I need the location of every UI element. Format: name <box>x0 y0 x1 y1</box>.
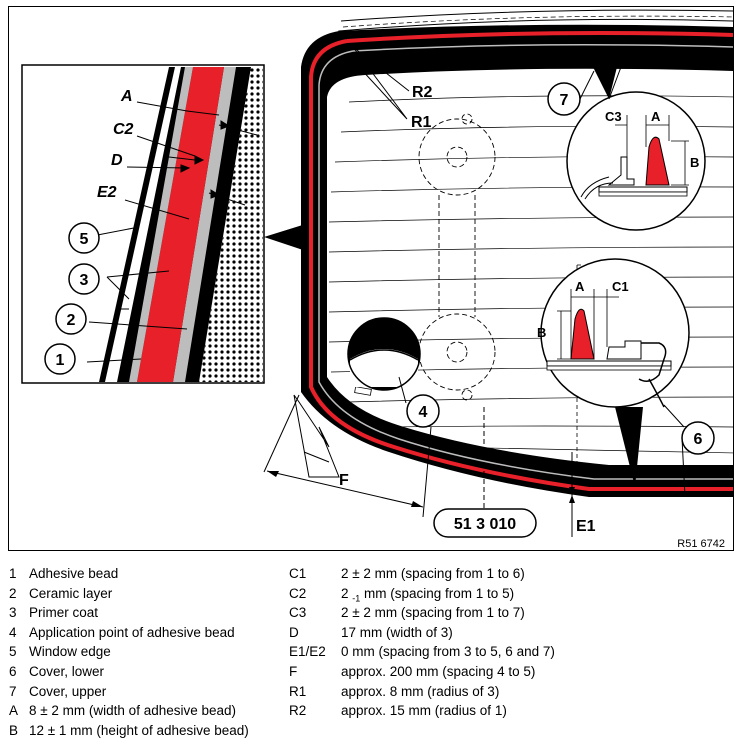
ceramic-frame <box>301 24 733 497</box>
svg-text:5: 5 <box>80 231 89 248</box>
grey-band-left <box>129 67 193 382</box>
rear-window <box>293 9 733 497</box>
label-C2: C2 <box>113 121 134 138</box>
label-R2: R2 <box>412 84 433 101</box>
callout-2: 2 <box>55 303 87 335</box>
bead-upper <box>645 136 670 186</box>
svg-text:1: 1 <box>56 352 65 369</box>
label-R1: R1 <box>411 114 432 131</box>
callout-6: 6 <box>681 421 715 455</box>
label-B-upper: B <box>690 155 699 170</box>
label-D: D <box>111 152 123 169</box>
callout-3: 3 <box>68 263 100 295</box>
application-point-detail <box>347 317 421 391</box>
svg-text:2: 2 <box>67 312 76 329</box>
callout-5: 5 <box>68 222 100 254</box>
dot-band <box>199 67 263 382</box>
label-C1: C1 <box>612 279 629 294</box>
figure-ref-code: R51 6742 <box>677 538 725 550</box>
edge-zoom-panel: A C2 D E2 5 3 2 1 <box>21 64 309 384</box>
part-number: 51 3 010 <box>454 516 516 533</box>
label-E2: E2 <box>97 184 117 201</box>
adhesive-bead-line <box>309 31 733 491</box>
third-brake-light-mount <box>418 113 496 401</box>
label-A: A <box>120 88 133 105</box>
callout-4: 4 <box>406 394 440 428</box>
upper-cover-detail: C3 A B 7 <box>547 66 706 231</box>
bottom-annotations: 4 F 51 3 010 E1 R51 6742 <box>263 376 725 550</box>
callout-1: 1 <box>44 343 76 375</box>
svg-text:7: 7 <box>560 92 569 109</box>
lower-cover-bracket <box>293 394 340 478</box>
label-B-lower: B <box>537 325 546 340</box>
diagram-figure: A C2 D E2 5 3 2 1 R2 R1 C3 <box>8 6 734 551</box>
diagram-canvas: A C2 D E2 5 3 2 1 R2 R1 C3 <box>21 9 733 550</box>
window-edge-line <box>99 67 175 382</box>
label-A-lower: A <box>575 279 585 294</box>
label-E1: E1 <box>576 518 596 535</box>
radius-labels: R2 R1 <box>352 46 433 131</box>
label-C3: C3 <box>605 109 622 124</box>
label-A-upper: A <box>651 109 661 124</box>
red-band <box>137 67 224 382</box>
label-F: F <box>339 472 349 489</box>
svg-text:4: 4 <box>419 404 428 421</box>
grey-band-right <box>173 67 236 382</box>
lower-cover-detail: A C1 B 6 <box>537 258 715 498</box>
svg-text:6: 6 <box>694 431 703 448</box>
bead-lower <box>570 308 595 360</box>
part-number-box <box>433 508 537 538</box>
callout-7: 7 <box>547 82 581 116</box>
svg-text:3: 3 <box>80 272 89 289</box>
